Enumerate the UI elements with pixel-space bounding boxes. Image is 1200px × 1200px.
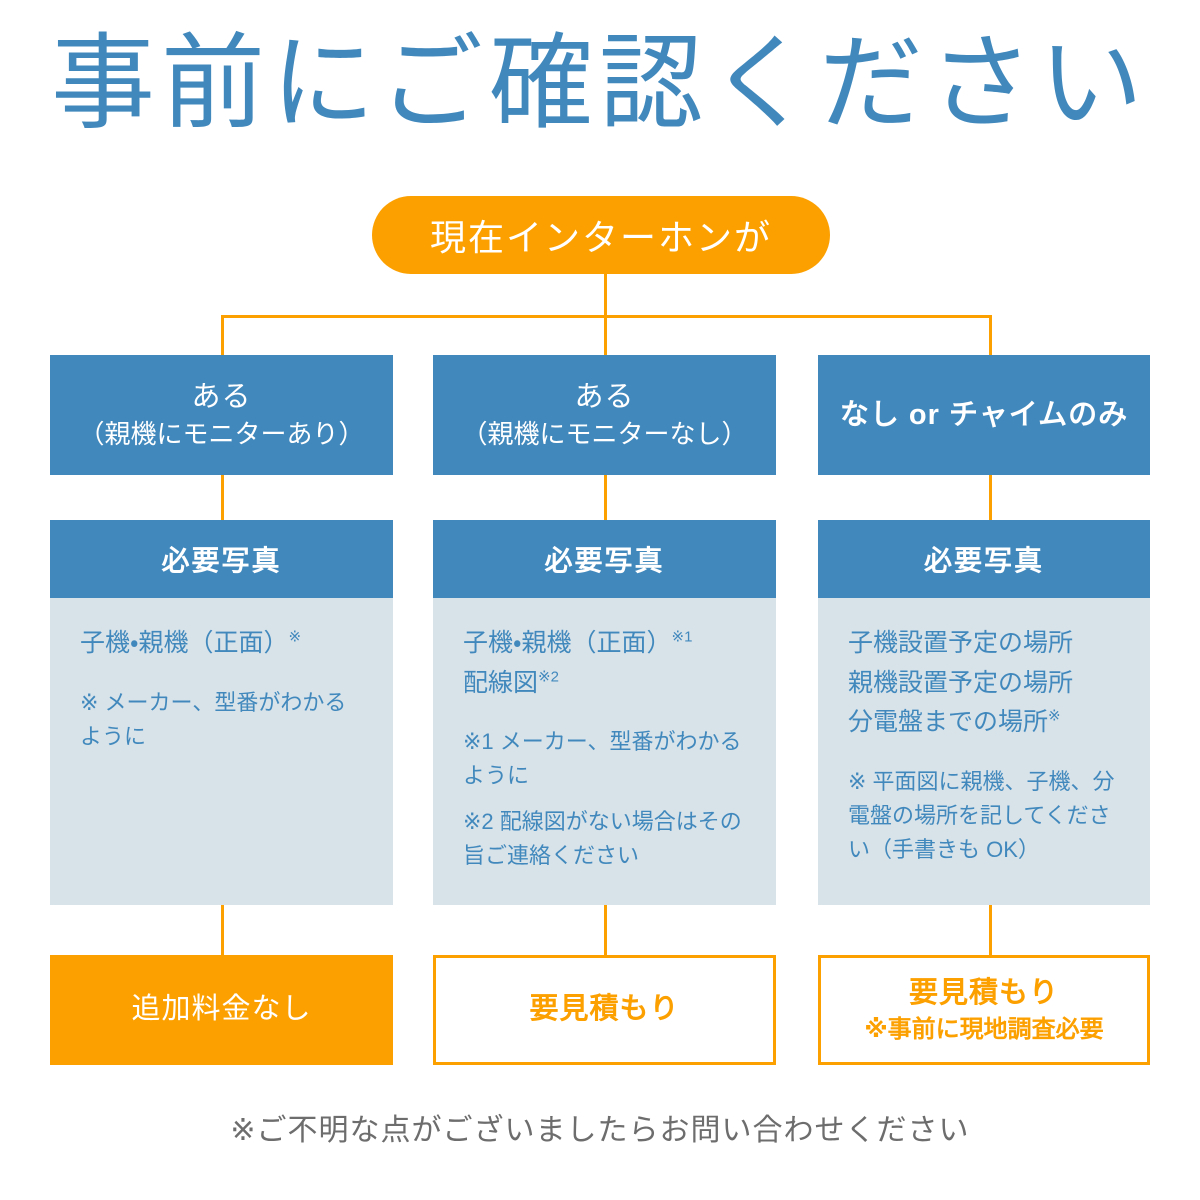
connector-photo-to-result-column-1	[221, 905, 224, 955]
photo-item-text: 配線図	[463, 668, 539, 697]
connector-trunk-vertical	[604, 274, 607, 317]
photo-item-list-2: 子機・親機（正面）※1 配線図※2	[463, 624, 750, 703]
photo-body-1: 子機・親機（正面）※ ※ メーカー、型番がわかるように	[50, 598, 393, 905]
photo-item-list-1: 子機・親機（正面）※	[80, 624, 367, 664]
branch-header-column-3: なし or チャイムのみ	[818, 355, 1150, 475]
root-condition-label: 現在インターホンが	[429, 217, 772, 258]
result-box-column-1: 追加料金なし	[50, 955, 393, 1065]
connector-header-to-photo-column-1	[221, 475, 224, 520]
photo-note-3-1: ※ 平面図に親機、子機、分電盤の場所を記してください（手書きも OK）	[848, 768, 1115, 862]
branch-header-main-2: ある	[574, 381, 635, 414]
photo-block-column-3: 必要写真 子機設置予定の場所 親機設置予定の場所 分電盤までの場所※ ※ 平面図…	[818, 520, 1150, 905]
photo-item-sup: ※2	[538, 668, 559, 686]
branch-header-sub-1: （親機にモニターあり）	[78, 419, 365, 450]
connector-photo-to-result-column-2	[604, 905, 607, 955]
photo-section-title-2: 必要写真	[433, 520, 776, 598]
connector-photo-to-result-column-3	[989, 905, 992, 955]
photo-block-column-1: 必要写真 子機・親機（正面）※ ※ メーカー、型番がわかるように	[50, 520, 393, 905]
photo-item-sup: ※1	[671, 628, 693, 646]
result-main-1: 追加料金なし	[131, 993, 312, 1026]
result-main-3: 要見積もり	[908, 976, 1059, 1009]
connector-drop-column-3	[989, 315, 992, 355]
result-box-column-3: 要見積もり ※事前に現地調査必要	[818, 955, 1150, 1065]
root-condition-pill: 現在インターホンが	[372, 196, 830, 274]
result-sub-3: ※事前に現地調査必要	[864, 1016, 1104, 1044]
result-box-column-2: 要見積もり	[433, 955, 776, 1065]
branch-header-main-1: ある	[191, 381, 252, 414]
photo-item-sup: ※	[1048, 707, 1061, 725]
photo-item: 親機設置予定の場所	[848, 664, 1124, 704]
photo-item-text: 親機設置予定の場所	[848, 668, 1074, 697]
photo-section-title-3: 必要写真	[818, 520, 1150, 598]
photo-item: 分電盤までの場所※	[848, 703, 1124, 743]
photo-item-text: 分電盤までの場所	[848, 708, 1049, 736]
footer-note: ※ご不明な点がございましたらお問い合わせください	[230, 1114, 970, 1147]
photo-item: 子機・親機（正面）※1	[463, 624, 750, 664]
connector-header-to-photo-column-3	[989, 475, 992, 520]
page-title: 事前にご確認ください	[51, 26, 1149, 142]
connector-drop-column-1	[221, 315, 224, 355]
branch-column-1: ある （親機にモニターあり）	[50, 355, 393, 475]
photo-body-3: 子機設置予定の場所 親機設置予定の場所 分電盤までの場所※ ※ 平面図に親機、子…	[818, 598, 1150, 905]
photo-section-title-1: 必要写真	[50, 520, 393, 598]
branch-column-3: なし or チャイムのみ	[818, 355, 1150, 475]
photo-item-list-3: 子機設置予定の場所 親機設置予定の場所 分電盤までの場所※	[848, 624, 1124, 743]
connector-drop-column-2	[604, 315, 607, 355]
photo-item-text: 子機・親機（正面）	[463, 629, 672, 657]
branch-header-sub-2: （親機にモニターなし）	[461, 419, 748, 450]
result-main-2: 要見積もり	[529, 993, 680, 1026]
branch-header-column-1: ある （親機にモニターあり）	[50, 355, 393, 475]
photo-note-2-1: ※1 メーカー、型番がわかるように	[463, 729, 742, 789]
branch-header-main-3: なし or チャイムのみ	[839, 398, 1129, 431]
branch-column-2: ある （親機にモニターなし）	[433, 355, 776, 475]
photo-note-2-2: ※2 配線図がない場合はその旨ご連絡ください	[463, 809, 742, 869]
branch-header-column-2: ある （親機にモニターなし）	[433, 355, 776, 475]
photo-body-2: 子機・親機（正面）※1 配線図※2 ※1 メーカー、型番がわかるように ※2 配…	[433, 598, 776, 905]
photo-item: 子機設置予定の場所	[848, 624, 1124, 664]
photo-item-sup: ※	[288, 628, 302, 646]
photo-item: 配線図※2	[463, 664, 750, 704]
photo-item-text: 子機設置予定の場所	[848, 629, 1074, 657]
photo-item: 子機・親機（正面）※	[80, 624, 367, 664]
photo-block-column-2: 必要写真 子機・親機（正面）※1 配線図※2 ※1 メーカー、型番がわかるように…	[433, 520, 776, 905]
photo-item-text: 子機・親機（正面）	[80, 629, 289, 657]
connector-header-to-photo-column-2	[604, 475, 607, 520]
photo-note-1-1: ※ メーカー、型番がわかるように	[80, 689, 347, 749]
